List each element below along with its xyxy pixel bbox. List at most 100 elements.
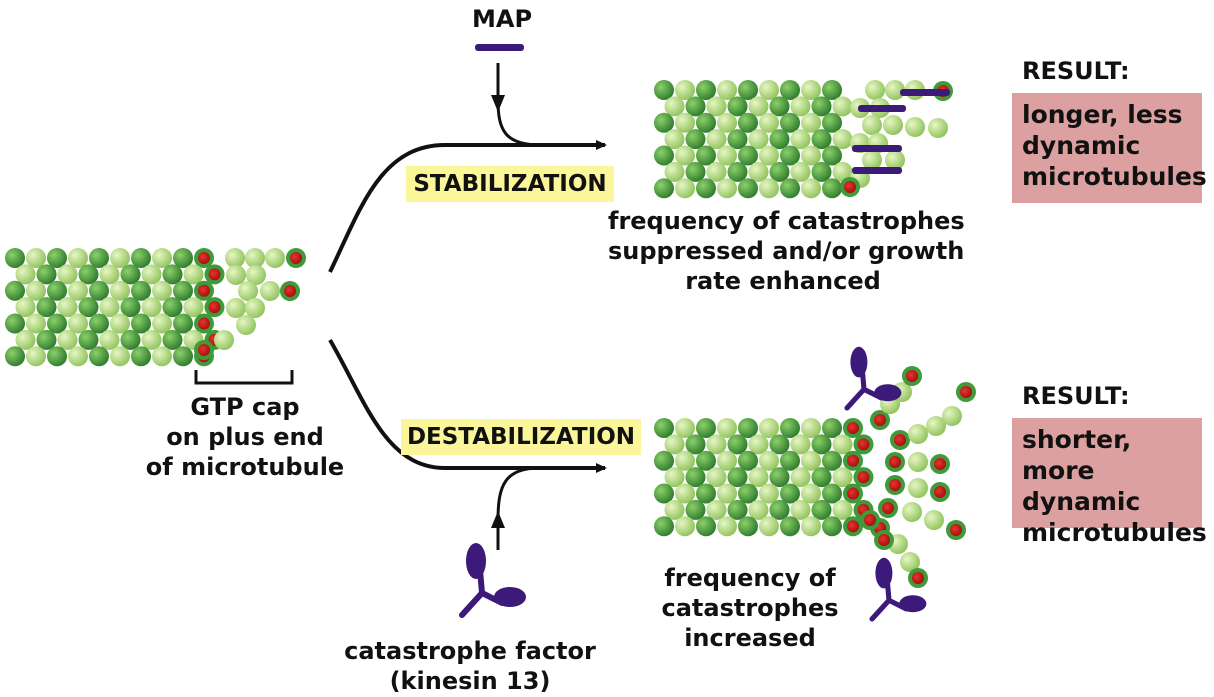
tubulin-subunit	[780, 516, 800, 537]
tubulin-subunit	[738, 80, 758, 100]
tubulin-subunit	[727, 96, 748, 117]
tubulin-subunit	[36, 264, 57, 285]
tubulin-subunit	[790, 129, 811, 150]
tubulin-subunit	[654, 112, 674, 133]
bound-kinesin-icon	[869, 557, 927, 622]
gtp-core	[284, 285, 296, 297]
gtp-core	[882, 502, 894, 514]
map-protein-icon	[858, 105, 906, 112]
tubulin-subunit	[748, 161, 769, 182]
map-protein-icon	[852, 145, 902, 152]
map-protein-icon	[900, 89, 950, 96]
tubulin-subunit	[902, 502, 922, 522]
tubulin-subunit	[110, 248, 130, 268]
tubulin-subunit	[110, 313, 130, 334]
tubulin-subunit	[727, 499, 748, 520]
tubulin-subunit	[57, 329, 78, 350]
tubulin-subunit	[78, 329, 99, 350]
tubulin-subunit	[89, 346, 109, 367]
tubulin-subunit	[5, 346, 25, 367]
tubulin-subunit	[822, 80, 842, 100]
tubulin-subunit	[696, 418, 716, 438]
tubulin-subunit	[717, 418, 737, 438]
tubulin-subunit	[780, 112, 800, 133]
tubulin-subunit	[717, 516, 737, 537]
destabilization-label: DESTABILIZATION	[401, 419, 641, 455]
tubulin-subunit	[78, 297, 99, 318]
tubulin-subunit	[664, 96, 685, 117]
tubulin-subunit	[832, 499, 853, 520]
tubulin-subunit	[748, 129, 769, 150]
tubulin-subunit	[759, 112, 779, 133]
gtp-cap-label: GTP cap on plus end of microtubule	[145, 393, 345, 481]
map-input-arrow	[496, 63, 541, 147]
tubulin-subunit	[99, 329, 120, 350]
tubulin-subunit	[57, 297, 78, 318]
tubulin-subunit	[675, 80, 695, 100]
tubulin-subunit	[675, 450, 695, 471]
tubulin-subunit	[245, 248, 265, 268]
tubulin-subunit	[811, 96, 832, 117]
tubulin-subunit	[727, 161, 748, 182]
tubulin-subunit	[696, 145, 716, 166]
tubulin-subunit	[769, 467, 790, 488]
tubulin-subunit	[822, 178, 842, 199]
tubulin-subunit	[717, 450, 737, 471]
tubulin-subunit	[68, 313, 88, 334]
tubulin-subunit	[162, 329, 183, 350]
tubulin-subunit	[790, 161, 811, 182]
tubulin-subunit	[801, 516, 821, 537]
tubulin-subunit	[675, 178, 695, 199]
gtp-core	[960, 386, 972, 398]
tubulin-subunit	[759, 178, 779, 199]
gtp-core	[844, 181, 856, 193]
tubulin-subunit	[131, 280, 151, 301]
gtp-core	[906, 370, 918, 382]
tubulin-subunit	[89, 248, 109, 268]
tubulin-subunit	[664, 499, 685, 520]
tubulin-subunit	[780, 80, 800, 100]
tubulin-subunit	[664, 129, 685, 150]
tubulin-subunit	[47, 346, 67, 367]
tubulin-subunit	[822, 483, 842, 504]
tubulin-subunit	[141, 329, 162, 350]
tubulin-subunit	[664, 161, 685, 182]
tubulin-subunit	[152, 346, 172, 367]
tubulin-subunit	[832, 129, 853, 150]
tubulin-subunit	[89, 313, 109, 334]
tubulin-subunit	[759, 516, 779, 537]
tubulin-subunit	[832, 467, 853, 488]
gtp-cap-bracket	[194, 370, 294, 385]
tubulin-subunit	[654, 145, 674, 166]
map-protein-icon	[852, 167, 902, 174]
tubulin-subunit	[780, 418, 800, 438]
destabilization-result-label: RESULT:	[1022, 382, 1130, 410]
tubulin-subunit	[141, 264, 162, 285]
tubulin-subunit	[183, 297, 204, 318]
gtp-core	[857, 471, 870, 484]
gtp-core	[934, 458, 946, 470]
tubulin-subunit	[885, 80, 905, 100]
branch-arrow-destabilization	[328, 338, 607, 473]
tubulin-subunit	[5, 280, 25, 301]
tubulin-subunit	[717, 483, 737, 504]
tubulin-subunit	[152, 248, 172, 268]
tubulin-subunit	[654, 418, 674, 438]
tubulin-subunit	[801, 450, 821, 471]
gtp-core	[847, 422, 859, 434]
tubulin-subunit	[790, 499, 811, 520]
tubulin-subunit	[801, 145, 821, 166]
tubulin-subunit	[883, 115, 903, 135]
tubulin-subunit	[811, 499, 832, 520]
tubulin-subunit	[183, 264, 204, 285]
tubulin-subunit	[811, 467, 832, 488]
tubulin-subunit	[99, 264, 120, 285]
tubulin-subunit	[162, 297, 183, 318]
tubulin-subunit	[173, 346, 193, 367]
tubulin-subunit	[265, 248, 285, 268]
tubulin-subunit	[246, 265, 266, 285]
tubulin-subunit	[120, 297, 141, 318]
tubulin-subunit	[727, 434, 748, 455]
tubulin-subunit	[717, 145, 737, 166]
gtp-core	[847, 487, 859, 500]
